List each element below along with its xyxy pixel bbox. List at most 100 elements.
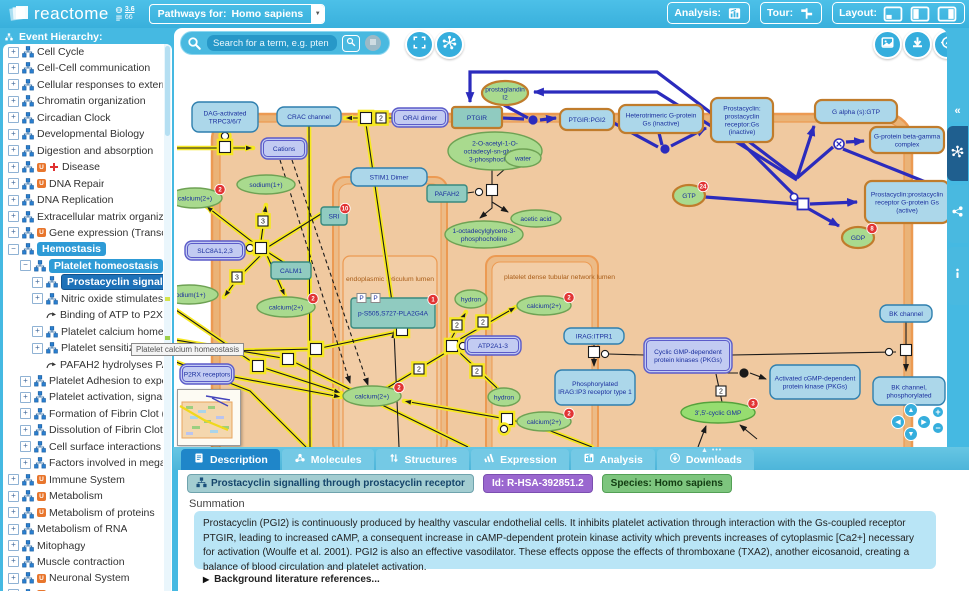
- expand-icon[interactable]: +: [8, 556, 19, 568]
- expand-icon[interactable]: +: [8, 145, 19, 157]
- diagram-minimap[interactable]: [177, 389, 241, 446]
- diagram-node-calcium-dts-bot[interactable]: calcium(2+)2: [516, 407, 575, 432]
- sidebar-item-dissolution-of-fibrin-clot[interactable]: +Dissolution of Fibrin Clot: [20, 422, 163, 438]
- diagram-node-ptgir[interactable]: PTGIR: [450, 105, 504, 130]
- diagram-node-bk-phos[interactable]: BK channel,phosphorylated: [872, 376, 946, 406]
- info-panel-tab[interactable]: [947, 247, 968, 305]
- sidebar-item-hemostasis[interactable]: −Hemostasis: [8, 241, 106, 257]
- sidebar-item-nitric-oxide-stimulates-guanylate-cy[interactable]: +Nitric oxide stimulates guanylate cy: [32, 291, 163, 307]
- expand-icon[interactable]: +: [8, 128, 19, 140]
- catalysis-node[interactable]: [245, 243, 255, 253]
- diagram-node-calm1[interactable]: CALM1: [270, 261, 312, 280]
- tab-structures[interactable]: Structures: [375, 449, 470, 470]
- zoom-in-button[interactable]: +: [932, 406, 944, 418]
- sidebar-item-cell-cycle[interactable]: +Cell Cycle: [8, 44, 84, 60]
- sidebar-item-circadian-clock[interactable]: +Circadian Clock: [8, 110, 111, 126]
- expand-icon[interactable]: +: [8, 540, 19, 551]
- pan-up-button[interactable]: ▲: [904, 403, 918, 417]
- search-button[interactable]: [342, 34, 360, 52]
- expand-icon[interactable]: +: [20, 424, 31, 436]
- expand-icon[interactable]: +: [8, 46, 19, 58]
- diagram-node-atp2a1-3[interactable]: ATP2A1-3: [464, 335, 522, 356]
- collapse-icon[interactable]: −: [20, 260, 31, 272]
- sidebar-item-cell-surface-interactions-at-the-vascul[interactable]: +Cell surface interactions at the vascul: [20, 439, 163, 455]
- analysis-button[interactable]: Analysis:: [667, 2, 751, 24]
- catalysis-node[interactable]: [220, 131, 230, 141]
- diagram-node-galpha-gtp[interactable]: G alpha (s):GTP: [813, 98, 899, 125]
- diagram-node-stim1-dimer[interactable]: STIM1 Dimer: [350, 167, 428, 187]
- expand-icon[interactable]: +: [32, 293, 43, 305]
- stoichiometry-box[interactable]: [451, 319, 463, 331]
- catalysis-node[interactable]: [474, 187, 484, 197]
- catalysis-node[interactable]: [789, 192, 799, 202]
- expand-icon[interactable]: +: [32, 326, 43, 338]
- sidebar-item-cell-cell-communication[interactable]: +Cell-Cell communication: [8, 60, 150, 76]
- stoichiometry-box[interactable]: [375, 112, 387, 124]
- diagram-node-acetic-acid[interactable]: acetic acid: [510, 209, 562, 228]
- reaction-node[interactable]: [899, 343, 913, 357]
- tab-downloads[interactable]: Downloads: [656, 449, 754, 470]
- search-options-button[interactable]: [365, 35, 381, 51]
- catalysis-node[interactable]: [884, 347, 894, 357]
- sidebar-item-row-33[interactable]: +U: [8, 587, 49, 591]
- diagram-node-sodium-left[interactable]: sodium(1+): [177, 284, 219, 305]
- association-node[interactable]: [660, 144, 670, 154]
- layout-option-3-icon[interactable]: [936, 5, 958, 22]
- diagram-node-ptgir-pgi2[interactable]: PTGIR:PGI2: [558, 107, 616, 132]
- diagram-node-cations[interactable]: Cations: [260, 137, 308, 160]
- sidebar-scrollbar[interactable]: [164, 44, 171, 591]
- expand-icon[interactable]: +: [8, 523, 19, 535]
- panel-resize-handle[interactable]: ▲ •••: [701, 447, 723, 454]
- pan-left-button[interactable]: ◀: [891, 415, 905, 429]
- sidebar-item-pafah2-hydrolyses-paf-to-lyso-p[interactable]: PAFAH2 hydrolyses PAF to lyso-P: [32, 357, 163, 373]
- expand-icon[interactable]: +: [20, 391, 31, 403]
- dropdown-arrow-icon[interactable]: ▼: [311, 5, 325, 23]
- reaction-node[interactable]: [218, 140, 232, 154]
- diagram-node-calcium-out[interactable]: calcium(2+)2: [177, 183, 226, 209]
- expand-icon[interactable]: +: [8, 589, 19, 591]
- scrollbar-thumb[interactable]: [165, 46, 170, 136]
- layout-option-1-icon[interactable]: [882, 5, 904, 22]
- expand-icon[interactable]: +: [20, 408, 31, 420]
- reaction-node[interactable]: [309, 342, 323, 356]
- diagram-node-pafah2[interactable]: PAFAH2: [426, 184, 468, 203]
- diagram-node-hydron-2[interactable]: hydron: [487, 387, 521, 407]
- sidebar-item-binding-of-atp-to-p2x-receptors[interactable]: Binding of ATP to P2X receptors: [32, 307, 163, 323]
- expand-icon[interactable]: +: [8, 490, 19, 502]
- diagram-node-crac-channel[interactable]: CRAC channel: [276, 106, 342, 127]
- sidebar-item-developmental-biology[interactable]: +Developmental Biology: [8, 126, 144, 142]
- sidebar-item-prostacyclin-signalling-through-p[interactable]: +Prostacyclin signalling through p: [32, 274, 163, 291]
- collapse-icon[interactable]: −: [8, 243, 19, 255]
- stoichiometry-box[interactable]: [413, 363, 425, 375]
- reaction-node[interactable]: [281, 352, 295, 366]
- snapshot-button[interactable]: [873, 30, 902, 59]
- tour-button[interactable]: Tour:: [760, 2, 823, 24]
- sidebar-item-muscle-contraction[interactable]: +Muscle contraction: [8, 554, 125, 570]
- tab-description[interactable]: Description: [181, 449, 280, 470]
- expand-icon[interactable]: +: [32, 342, 43, 354]
- expand-icon[interactable]: +: [8, 194, 19, 206]
- association-node[interactable]: [739, 368, 749, 378]
- sidebar-item-metabolism-of-rna[interactable]: +Metabolism of RNA: [8, 521, 127, 537]
- tab-expression[interactable]: Expression: [471, 449, 569, 470]
- background-references-link[interactable]: ▶Background literature references...: [203, 574, 380, 585]
- expand-icon[interactable]: +: [8, 572, 19, 584]
- search-input[interactable]: [207, 35, 337, 51]
- expand-icon[interactable]: +: [8, 507, 19, 519]
- diagram-node-octadecylglycero[interactable]: 1-octadecylglycero-3-phosphocholine: [444, 220, 524, 249]
- export-download-button[interactable]: [903, 30, 932, 59]
- expand-icon[interactable]: +: [8, 474, 19, 486]
- diagram-node-orai-dimer[interactable]: ORAI dimer: [391, 107, 449, 128]
- collapse-panel-tab[interactable]: «: [947, 100, 968, 122]
